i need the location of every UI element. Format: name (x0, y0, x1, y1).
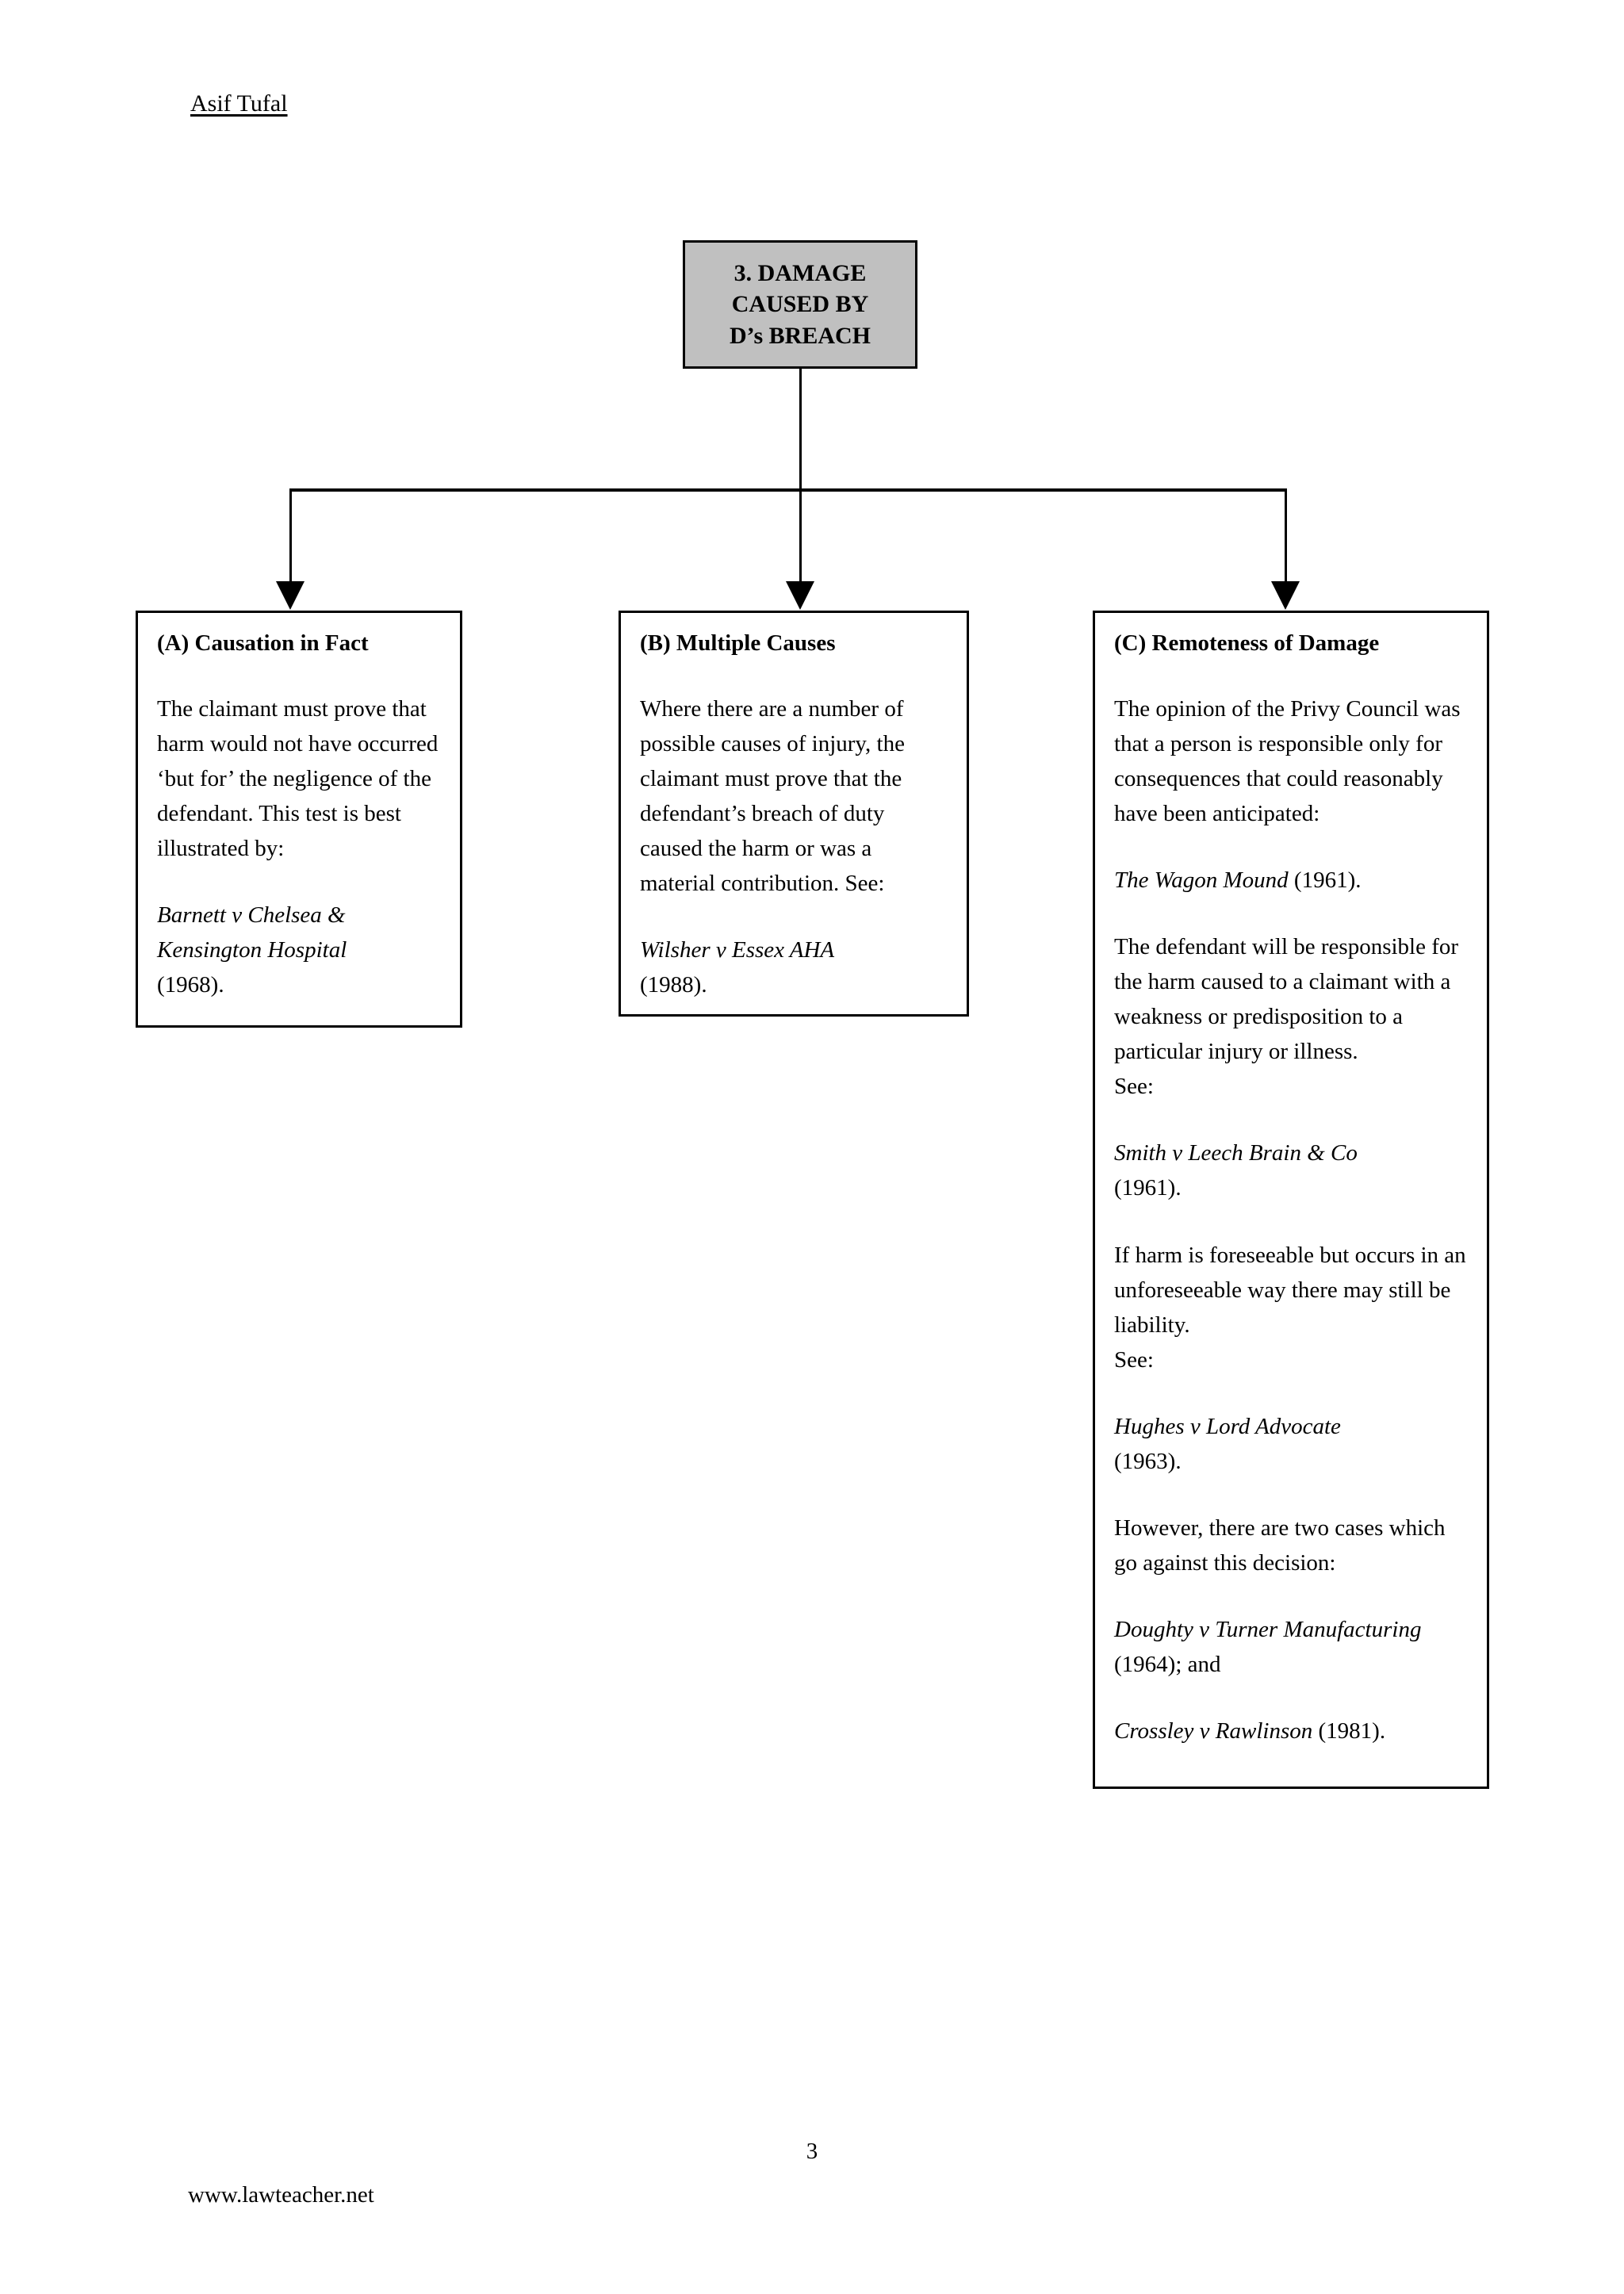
node-c-body-3: If harm is foreseeable but occurs in an … (1114, 1238, 1469, 1377)
root-node-line-2: CAUSED BY (731, 291, 869, 318)
node-c-case-2-year: (1961). (1114, 1175, 1182, 1201)
flowchart-node-a: (A) Causation in Fact The claimant must … (136, 611, 462, 1028)
node-a-citation: Barnett v Chelsea & Kensington Hospital (… (157, 898, 442, 1002)
node-c-case-1-year: (1961). (1288, 867, 1362, 893)
node-a-heading: (A) Causation in Fact (157, 630, 369, 656)
node-c-case-4-year: (1964); and (1114, 1652, 1221, 1678)
connector-stem (799, 369, 802, 491)
node-c-case-4-name: Doughty v Turner Manufacturing (1114, 1617, 1422, 1643)
node-c-citation-1: The Wagon Mound (1961). (1114, 863, 1469, 898)
node-c-body-2-text: The defendant will be responsible for th… (1114, 933, 1459, 1065)
node-b-citation: Wilsher v Essex AHA (1988). (640, 933, 949, 1002)
root-node-line-3: D’s BREACH (729, 322, 871, 349)
arrowhead-b-icon (786, 581, 814, 610)
node-c-citation-2: Smith v Leech Brain & Co (1961). (1114, 1136, 1469, 1205)
node-c-case-5-year: (1981). (1312, 1718, 1386, 1744)
node-b-case-name: Wilsher v Essex AHA (640, 937, 835, 963)
node-c-body-2: The defendant will be responsible for th… (1114, 929, 1469, 1104)
node-c-case-3-year: (1963). (1114, 1448, 1182, 1474)
node-c-citation-5: Crossley v Rawlinson (1981). (1114, 1714, 1469, 1748)
node-c-body-1: The opinion of the Privy Council was tha… (1114, 695, 1461, 826)
node-c-case-5-name: Crossley v Rawlinson (1114, 1718, 1313, 1744)
flowchart-node-c: (C) Remoteness of Damage The opinion of … (1093, 611, 1489, 1789)
node-a-case-year: (1968). (157, 972, 224, 998)
connector-drop-a (289, 488, 292, 582)
node-a-case-name: Barnett v Chelsea & Kensington Hospital (157, 902, 347, 963)
footer-url: www.lawteacher.net (188, 2182, 374, 2208)
document-header: Asif Tufal (190, 90, 288, 117)
arrowhead-c-icon (1271, 581, 1300, 610)
connector-horizontal-rail (289, 488, 1287, 492)
connector-drop-b (799, 488, 802, 582)
node-c-citation-4: Doughty v Turner Manufacturing (1964); a… (1114, 1612, 1469, 1682)
flowchart-root-node: 3. DAMAGE CAUSED BY D’s BREACH (683, 240, 917, 369)
node-b-case-year: (1988). (640, 972, 707, 998)
node-c-body-3-text: If harm is foreseeable but occurs in an … (1114, 1242, 1466, 1338)
node-c-citation-3: Hughes v Lord Advocate (1963). (1114, 1409, 1469, 1479)
connector-drop-c (1285, 488, 1287, 582)
node-c-body-3-see: See: (1114, 1346, 1154, 1373)
node-c-case-1-name: The Wagon Mound (1114, 867, 1289, 893)
node-b-heading: (B) Multiple Causes (640, 630, 836, 656)
page-number: 3 (806, 2139, 818, 2164)
node-c-body-4: However, there are two cases which go ag… (1114, 1515, 1446, 1576)
arrowhead-a-icon (276, 581, 304, 610)
root-node-line-1: 3. DAMAGE (733, 259, 867, 286)
node-c-case-3-name: Hughes v Lord Advocate (1114, 1413, 1341, 1439)
node-b-body: Where there are a number of possible cau… (640, 695, 905, 896)
flowchart-node-b: (B) Multiple Causes Where there are a nu… (619, 611, 969, 1017)
node-c-case-2-name: Smith v Leech Brain & Co (1114, 1140, 1358, 1166)
node-c-heading: (C) Remoteness of Damage (1114, 630, 1380, 656)
node-a-body: The claimant must prove that harm would … (157, 695, 439, 861)
node-c-body-2-see: See: (1114, 1074, 1154, 1100)
